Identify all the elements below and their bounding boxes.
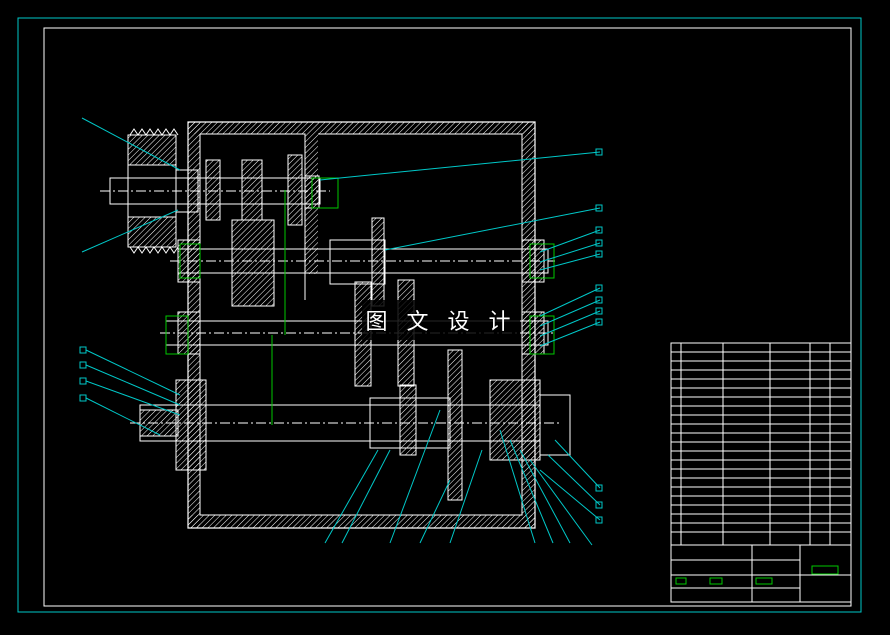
- balloon-markers: [79, 148, 603, 524]
- input-shaft: [100, 154, 330, 226]
- centerlines: [165, 177, 555, 425]
- pulley: [127, 128, 179, 254]
- title-block: [670, 544, 852, 603]
- sheet-border-outer: [17, 17, 862, 613]
- parts-list-table: [670, 342, 852, 546]
- output-shaft: [130, 349, 571, 501]
- watermark-text: 图 文 设 计: [362, 300, 520, 340]
- second-shaft: [170, 217, 555, 307]
- leader-lines: [81, 117, 601, 546]
- sheet-border-inner: [43, 27, 852, 607]
